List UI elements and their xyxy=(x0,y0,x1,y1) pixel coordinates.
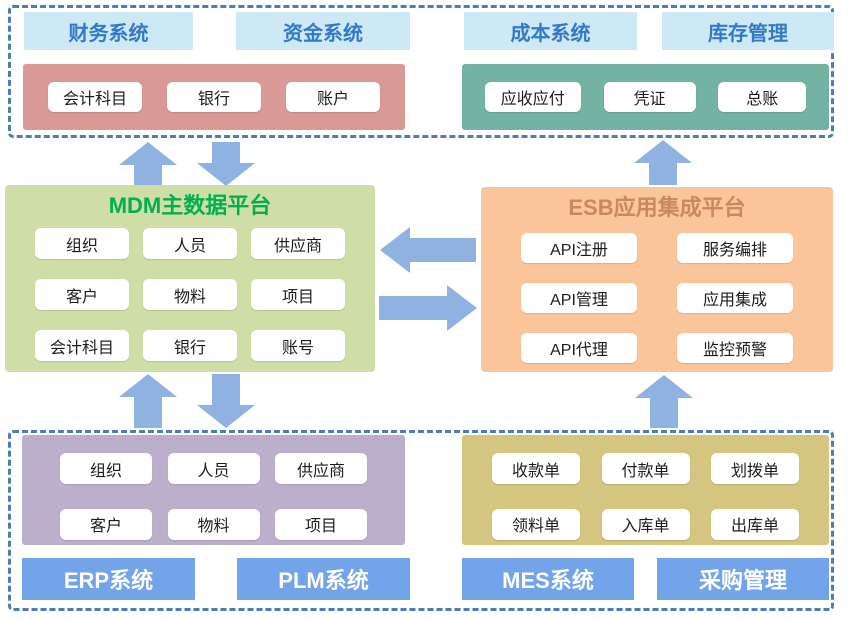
node-project: 项目 xyxy=(275,508,367,540)
node-outbound-order: 出库单 xyxy=(711,508,799,540)
node-voucher: 凭证 xyxy=(603,82,696,112)
esb-platform: ESB应用集成平台 API注册 服务编排 API管理 应用集成 API代理 监控… xyxy=(481,187,833,372)
top-systems-container xyxy=(8,5,834,138)
arrow-top-to-mdm-down-icon xyxy=(197,142,255,186)
arrow-bottom-to-mdm-up-icon xyxy=(119,374,177,428)
mdm-items-grid: 组织 人员 供应商 客户 物料 项目 会计科目 银行 账号 xyxy=(5,223,375,361)
node-service-orchestration: 服务编排 xyxy=(677,233,793,263)
node-bank: 银行 xyxy=(167,82,261,112)
node-application-integration: 应用集成 xyxy=(677,283,793,313)
system-header-finance: 财务系统 xyxy=(24,12,193,50)
node-supplier: 供应商 xyxy=(251,228,345,259)
node-supplier: 供应商 xyxy=(275,453,367,484)
mes-data-group: 收款单 付款单 划拨单 领料单 入库单 出库单 xyxy=(462,435,829,545)
node-receipt-order: 收款单 xyxy=(492,453,580,484)
arrow-esb-to-mdm-left-icon xyxy=(380,227,476,273)
bottom-systems-container xyxy=(8,430,834,611)
esb-items-grid: API注册 服务编排 API管理 应用集成 API代理 监控预警 xyxy=(481,225,833,363)
node-api-proxy: API代理 xyxy=(521,333,637,363)
system-header-funds: 资金系统 xyxy=(236,12,410,50)
node-personnel: 人员 xyxy=(167,453,260,484)
arrow-esb-to-top-up-icon xyxy=(634,140,692,185)
node-customer: 客户 xyxy=(60,508,152,540)
node-customer: 客户 xyxy=(35,279,129,310)
system-header-procurement: 采购管理 xyxy=(657,558,829,600)
node-bank: 银行 xyxy=(143,330,237,361)
system-header-plm: PLM系统 xyxy=(237,558,410,600)
arrow-mdm-to-top-up-icon xyxy=(119,142,177,185)
node-api-management: API管理 xyxy=(521,283,637,313)
arrow-bottom-to-esb-up-icon xyxy=(635,375,693,428)
node-payment-order: 付款单 xyxy=(601,453,690,484)
node-organization: 组织 xyxy=(60,453,152,484)
system-header-inventory: 库存管理 xyxy=(662,12,834,50)
system-header-cost: 成本系统 xyxy=(464,12,637,50)
mdm-platform-title: MDM主数据平台 xyxy=(108,193,272,218)
node-receivables-payables: 应收应付 xyxy=(484,82,581,112)
system-header-erp: ERP系统 xyxy=(22,558,195,600)
node-organization: 组织 xyxy=(35,228,129,259)
node-account-number: 账号 xyxy=(251,330,345,361)
node-account: 账户 xyxy=(286,82,380,112)
node-material: 物料 xyxy=(143,279,237,310)
finance-data-group: 会计科目 银行 账户 xyxy=(23,64,405,130)
node-requisition-order: 领料单 xyxy=(492,508,580,540)
node-accounting-subjects: 会计科目 xyxy=(48,82,142,112)
mdm-platform: MDM主数据平台 组织 人员 供应商 客户 物料 项目 会计科目 银行 账号 xyxy=(5,185,375,372)
node-api-registration: API注册 xyxy=(521,233,637,263)
node-material: 物料 xyxy=(167,508,260,540)
erp-data-group: 组织 人员 供应商 客户 物料 项目 xyxy=(22,435,405,545)
arrow-mdm-to-esb-right-icon xyxy=(379,285,477,331)
node-monitoring-alert: 监控预警 xyxy=(677,333,793,363)
node-project: 项目 xyxy=(251,279,345,310)
node-inbound-order: 入库单 xyxy=(601,508,690,540)
cost-data-group: 应收应付 凭证 总账 xyxy=(462,64,829,130)
esb-platform-title: ESB应用集成平台 xyxy=(568,195,746,220)
system-header-mes: MES系统 xyxy=(462,558,634,600)
node-personnel: 人员 xyxy=(143,228,237,259)
node-transfer-order: 划拨单 xyxy=(711,453,799,484)
node-general-ledger: 总账 xyxy=(718,82,807,112)
arrow-mdm-to-bottom-down-icon xyxy=(197,374,255,428)
node-accounting-subjects: 会计科目 xyxy=(35,330,129,361)
